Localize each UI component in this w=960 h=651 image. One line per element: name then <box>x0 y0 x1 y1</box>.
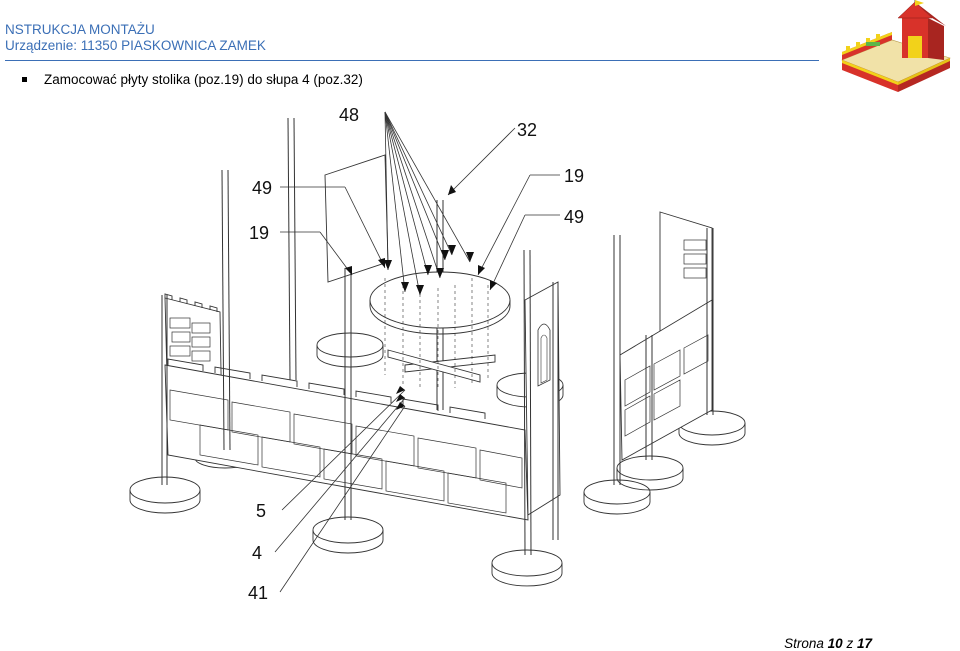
instruction-item: Zamocować płyty stolika (poz.19) do słup… <box>22 72 363 87</box>
callout-32: 32 <box>517 120 537 140</box>
page-number: 10 <box>827 636 843 651</box>
arrowheads <box>345 185 497 410</box>
callout-41: 41 <box>248 583 268 603</box>
header-rule <box>5 60 819 61</box>
callout-49-left: 49 <box>252 178 272 198</box>
leader-lines <box>274 111 560 593</box>
callout-4: 4 <box>252 543 262 563</box>
instruction-text: Zamocować płyty stolika (poz.19) do słup… <box>44 72 363 87</box>
callout-48: 48 <box>339 105 359 125</box>
callout-19-left: 19 <box>249 223 269 243</box>
device-name: Urządzenie: 11350 PIASKOWNICA ZAMEK <box>5 38 266 53</box>
page-total: 17 <box>856 636 872 651</box>
callout-19-right: 19 <box>564 166 584 186</box>
callout-5: 5 <box>256 501 266 521</box>
bullet-icon <box>22 77 27 82</box>
callout-49-right: 49 <box>564 207 584 227</box>
product-thumbnail <box>841 0 951 92</box>
page-footer: Strona 10 z 17 <box>784 636 872 651</box>
right-window-panel <box>524 281 561 516</box>
footing-discs <box>129 332 746 587</box>
front-left-wall <box>164 358 529 521</box>
table <box>369 271 511 390</box>
back-panel <box>324 154 389 283</box>
document-title: NSTRUKCJA MONTAŻU <box>5 22 155 37</box>
right-tower-panel <box>619 211 713 461</box>
page-label: Strona <box>784 636 824 651</box>
page-separator: z <box>846 636 854 651</box>
